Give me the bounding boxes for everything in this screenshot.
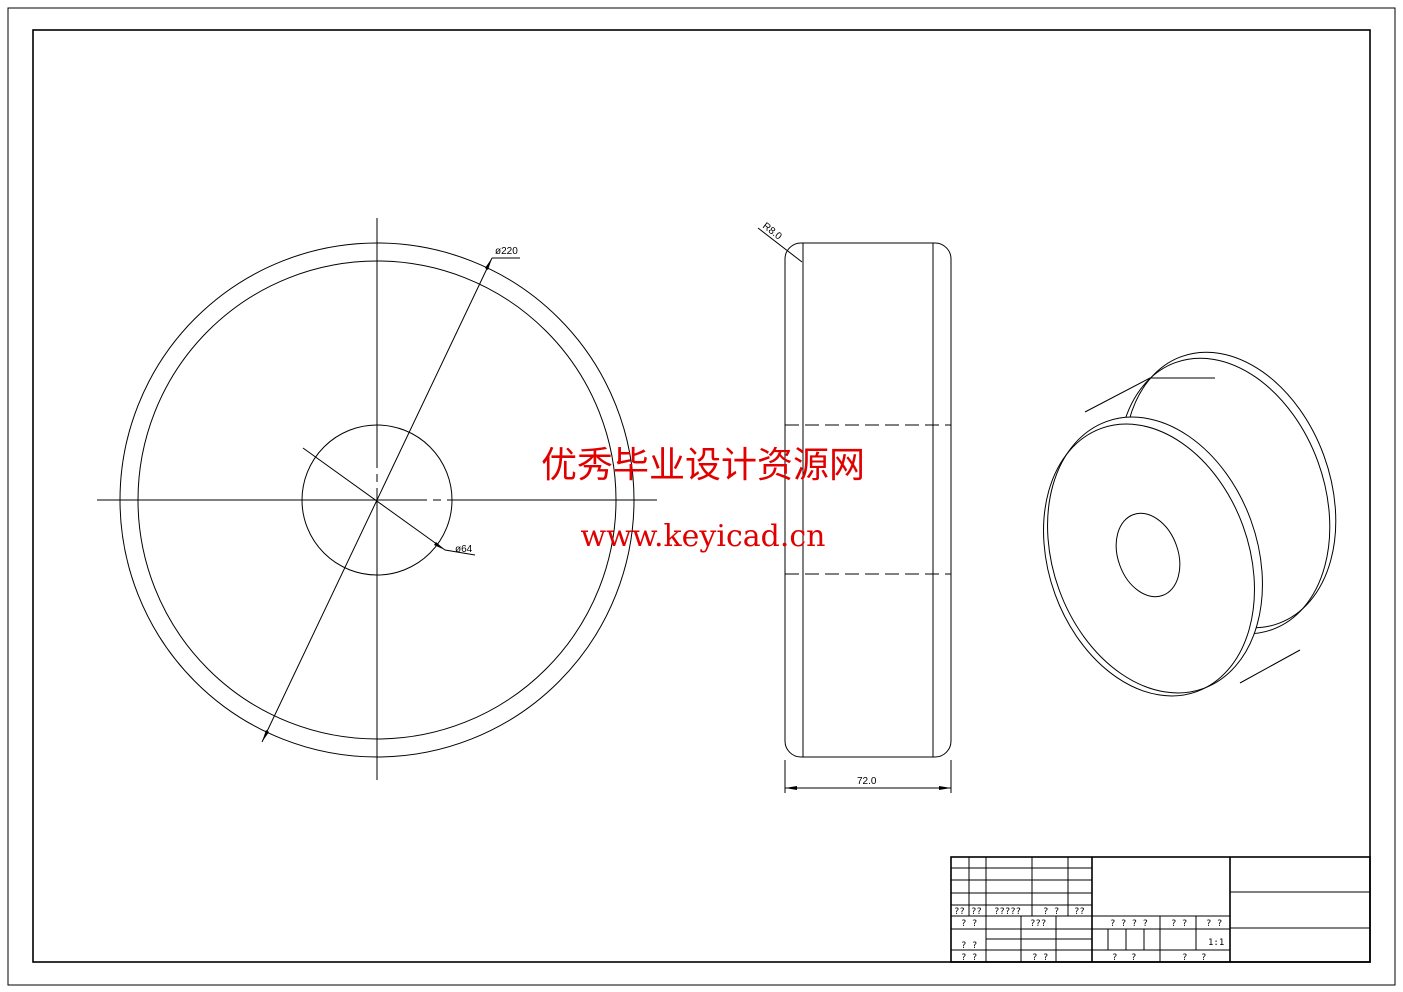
title-block-cell-text: ? ? xyxy=(1032,953,1048,963)
fillet-leader xyxy=(757,227,803,263)
sheet-border xyxy=(7,7,1396,986)
isometric-view xyxy=(1043,351,1337,697)
dim-bore-diameter: ø64 xyxy=(455,544,473,555)
diameter-leader-220 xyxy=(261,257,493,743)
front-view: ø220 ø64 xyxy=(97,218,657,780)
title-block-cell-text: ? xyxy=(1112,953,1117,963)
drawing-frame xyxy=(32,29,1371,963)
title-block: ?? ?? ????? ? ? ?? ? ? ??? ? ? ? ? ? ? ?… xyxy=(950,856,1371,963)
title-block-cell-text: ? ? xyxy=(961,941,977,951)
title-block-cell-text: ? ? xyxy=(961,953,977,963)
side-outline xyxy=(784,242,952,758)
watermark-url: www.keyicad.cn xyxy=(580,519,825,554)
dim-width: 72.0 xyxy=(857,776,877,787)
title-block-cell-text: ? xyxy=(1182,953,1187,963)
title-block-cell-text: ?? xyxy=(971,907,982,917)
title-block-cell-text: ? xyxy=(1201,953,1206,963)
watermark-title: 优秀毕业设计资源网 xyxy=(541,445,865,486)
title-block-cell-text: ?? xyxy=(954,907,965,917)
title-block-cell-text: ??? xyxy=(1030,919,1046,929)
title-block-cell-text: ? ? ? ? xyxy=(1110,919,1148,929)
title-block-cell-text: ? ? xyxy=(961,919,977,929)
side-view: 72.0 R8.0 xyxy=(757,221,952,793)
title-block-cell-text: ? ? xyxy=(1043,907,1059,917)
title-block-cell-text: ?? xyxy=(1074,907,1085,917)
title-block-cell-text: ? ? xyxy=(1206,919,1222,929)
title-block-cell-text: ? ? xyxy=(1171,919,1187,929)
dim-outer-diameter: ø220 xyxy=(495,246,518,257)
title-block-cell-text: ? xyxy=(1131,953,1136,963)
scale-value: 1:1 xyxy=(1208,938,1224,948)
iso-bore xyxy=(1115,512,1181,598)
title-block-cell-text: ????? xyxy=(994,907,1021,917)
diameter-leader-64 xyxy=(302,447,446,551)
